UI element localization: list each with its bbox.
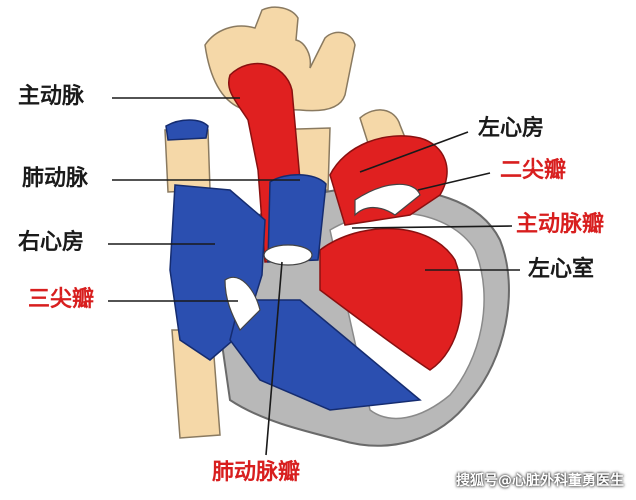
- pulmonary-valve-ring: [263, 244, 313, 266]
- label-aorta: 主动脉: [18, 84, 85, 109]
- label-pulmonary-artery: 肺动脉: [22, 166, 89, 191]
- pointer-lines: [108, 97, 520, 456]
- label-left-atrium: 左心房: [478, 116, 545, 141]
- right-ventricle-shape: [229, 299, 422, 411]
- pointer-mitral: [417, 172, 491, 191]
- pointer-left-atrium: [359, 131, 469, 173]
- blue-chambers: [165, 119, 422, 411]
- valves: [224, 183, 421, 331]
- pointer-aortic-valve: [351, 225, 513, 229]
- label-left-ventricle: 左心室: [528, 257, 595, 282]
- pulmonary-trunk: [267, 174, 327, 263]
- mitral-valve-leaflet: [354, 183, 421, 217]
- left-ventricle-red: [319, 227, 463, 371]
- label-tricuspid-valve: 三尖瓣: [28, 287, 95, 312]
- superior-vena-cava-top: [165, 119, 209, 141]
- label-right-atrium: 右心房: [18, 230, 85, 255]
- tricuspid-valve-leaflet: [224, 276, 261, 331]
- label-pulmonary-valve: 肺动脉瓣: [212, 460, 301, 485]
- watermark: 搜狐号@心脏外科董勇医生: [456, 473, 624, 489]
- label-mitral-valve: 二尖瓣: [500, 158, 567, 183]
- pointer-pulmonary-valve: [265, 261, 283, 456]
- label-aortic-valve: 主动脉瓣: [516, 212, 605, 237]
